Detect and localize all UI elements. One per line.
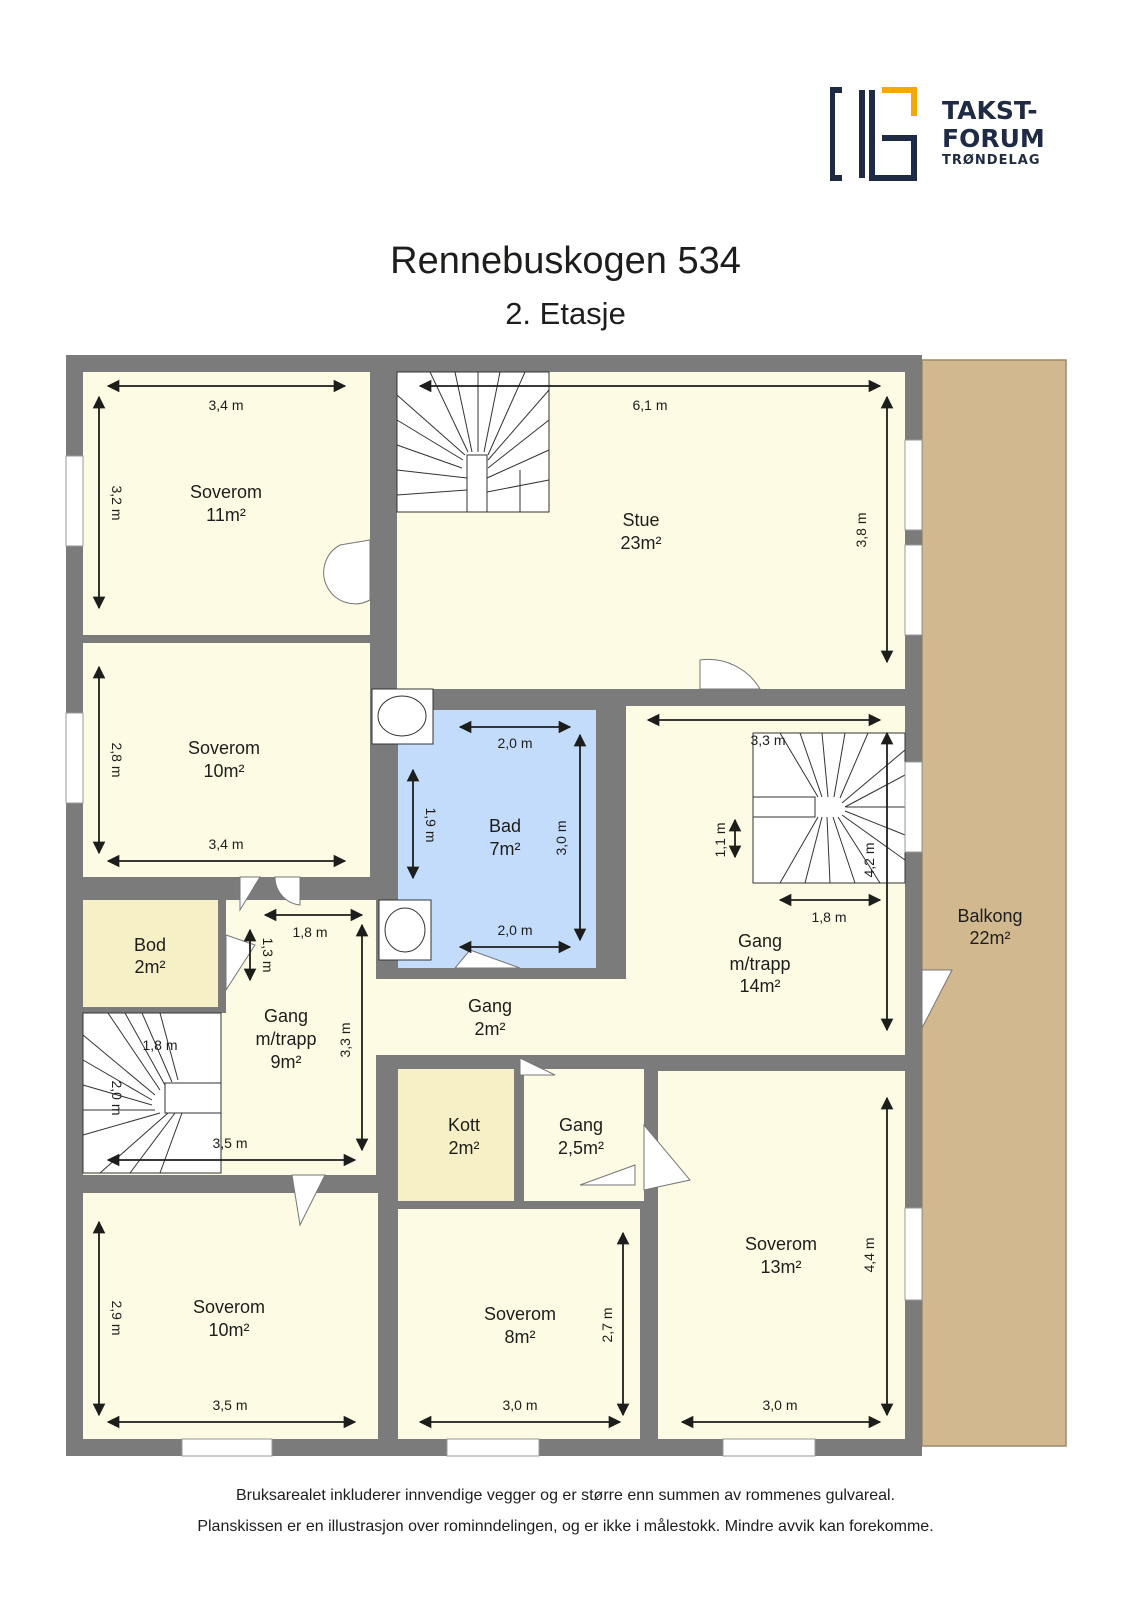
room-area: 2,5m²	[558, 1138, 604, 1158]
room-area: 8m²	[505, 1327, 536, 1347]
dim-label: 4,4 m	[861, 1237, 877, 1272]
room-name: Bad	[489, 816, 521, 836]
dimension-arrows	[92, 379, 894, 1429]
stairs-right-steps	[752, 732, 906, 884]
dim-label: 3,0 m	[762, 1397, 797, 1413]
room-area: 10m²	[203, 761, 244, 781]
room-name: Kott	[448, 1115, 480, 1135]
room-floor-soverom-1	[83, 372, 370, 635]
logo-line-3: TRØNDELAG	[942, 153, 1041, 168]
bod-bottom-wall	[83, 1007, 226, 1013]
room-name: Gang	[264, 1006, 308, 1026]
dim-label: 3,5 m	[212, 1397, 247, 1413]
dim-label: 2,0 m	[497, 735, 532, 751]
room-labels: Soverom 11m² Stue 23m² Soverom 10m² Bad …	[134, 482, 1023, 1347]
bod-wall	[218, 900, 226, 1007]
dim-label: 3,8 m	[853, 512, 869, 547]
stairs-top	[396, 371, 550, 513]
room-area: 7m²	[490, 839, 521, 859]
room-name: Soverom	[190, 482, 262, 502]
logo-line-1: TAKST-	[942, 96, 1038, 125]
room-area: 23m²	[620, 533, 661, 553]
room-area: 10m²	[208, 1320, 249, 1340]
balcony-floor	[921, 359, 1067, 1447]
dim-label: 3,4 m	[208, 836, 243, 852]
dim-label: 3,0 m	[553, 820, 569, 855]
dim-label: 3,3 m	[337, 1022, 353, 1057]
room-name: Soverom	[484, 1304, 556, 1324]
dimension-labels: 3,4 m 3,2 m 6,1 m 3,8 m 2,8 m 3,4 m 2,0 …	[109, 397, 877, 1413]
room-floor-soverom-5	[398, 1209, 640, 1439]
room-area: 9m²	[271, 1052, 302, 1072]
doors	[225, 539, 953, 1227]
dim-label: 1,9 m	[423, 807, 439, 842]
dim-label: 4,2 m	[861, 842, 877, 877]
room-area: 2m²	[135, 957, 166, 977]
room-area: 13m²	[760, 1257, 801, 1277]
company-logo: TAKST- FORUM TRØNDELAG	[829, 86, 1060, 182]
room-floor-gang-small	[376, 979, 626, 1055]
dim-label: 3,0 m	[502, 1397, 537, 1413]
room-name: m/trapp	[729, 954, 790, 974]
footer-note-2: Planskissen er en illustrasjon over romi…	[197, 1518, 934, 1535]
room-name: Bod	[134, 935, 166, 955]
dim-label: 1,8 m	[142, 1037, 177, 1053]
room-area: 2m²	[449, 1138, 480, 1158]
toilet-icon-1	[371, 688, 434, 745]
dim-label: 2,8 m	[109, 742, 125, 777]
room-name: Soverom	[745, 1234, 817, 1254]
room-floor-kott	[398, 1069, 514, 1201]
page-subtitle: 2. Etasje	[505, 296, 626, 331]
room-name: Stue	[622, 510, 659, 530]
room-name: Gang	[468, 996, 512, 1016]
bod-floor-overlay	[83, 900, 218, 1007]
dim-label: 3,3 m	[750, 732, 785, 748]
room-name: Soverom	[193, 1297, 265, 1317]
logo-line-2: FORUM	[942, 124, 1045, 153]
room-area: 11m²	[206, 505, 246, 525]
room-floor-soverom-3	[658, 1071, 905, 1439]
dim-label: 1,8 m	[292, 924, 327, 940]
dim-label: 1,8 m	[811, 909, 846, 925]
toilet-icon-2	[378, 899, 432, 961]
room-name: Gang	[738, 931, 782, 951]
dim-label: 2,7 m	[599, 1307, 615, 1342]
room-area: 2m²	[475, 1019, 506, 1039]
dim-label: 3,5 m	[212, 1135, 247, 1151]
room-name: Balkong	[957, 906, 1022, 926]
page-title: Rennebuskogen 534	[390, 240, 741, 282]
room-name: Soverom	[188, 738, 260, 758]
footer-note-1: Bruksarealet inkluderer innvendige vegge…	[236, 1487, 895, 1504]
room-floor-soverom-2	[83, 643, 370, 877]
dim-label: 3,2 m	[109, 485, 125, 520]
windows	[65, 439, 923, 1457]
room-area: 14m²	[739, 976, 780, 996]
dim-label: 2,0 m	[109, 1080, 125, 1115]
dim-label: 3,4 m	[208, 397, 243, 413]
room-area: 22m²	[969, 928, 1010, 948]
dim-label: 2,9 m	[109, 1300, 125, 1335]
room-floor-soverom-4	[83, 1193, 378, 1439]
dim-label: 1,1 m	[712, 822, 728, 857]
dim-label: 2,0 m	[497, 922, 532, 938]
room-name: Gang	[559, 1115, 603, 1135]
dim-label: 6,1 m	[632, 397, 667, 413]
room-name: m/trapp	[255, 1029, 316, 1049]
dim-label: 1,3 m	[260, 937, 276, 972]
logo-mark-icon	[829, 87, 917, 181]
